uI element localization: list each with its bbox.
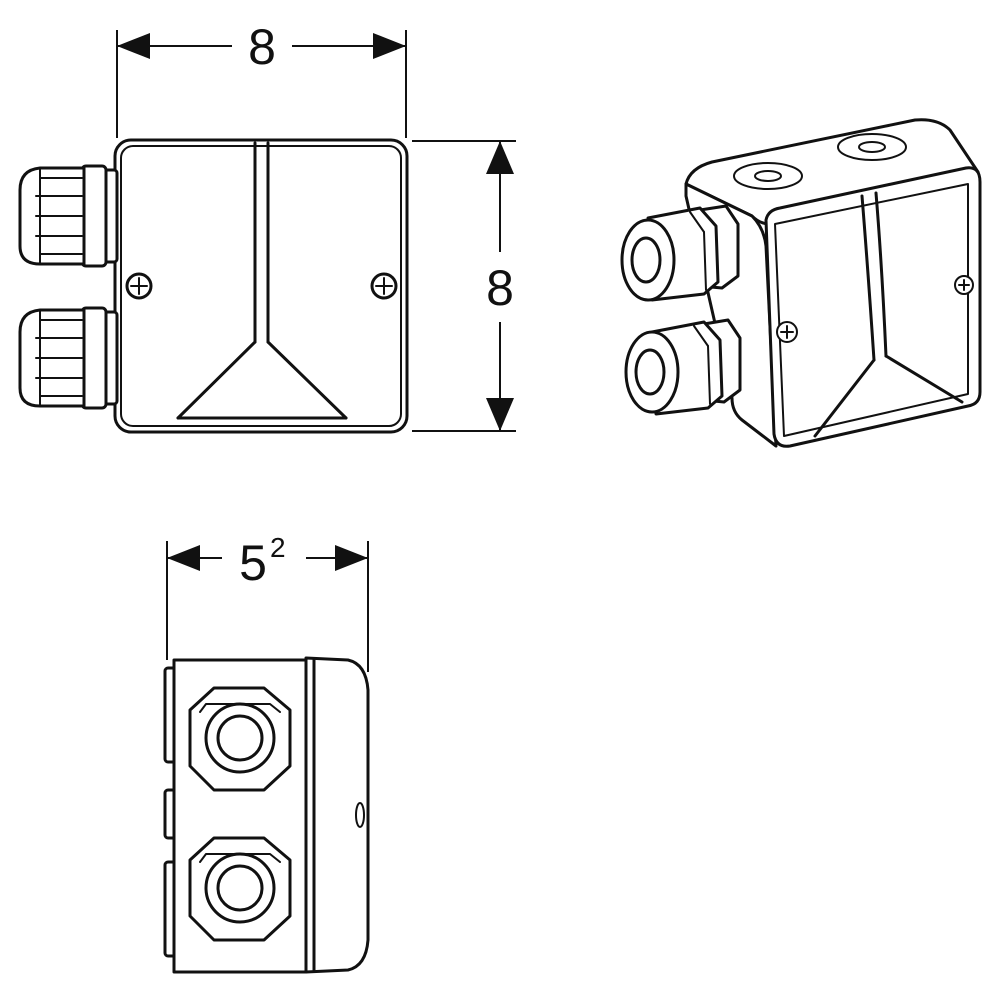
iso-lid-ridge xyxy=(813,191,964,438)
lid-ridge xyxy=(176,141,348,420)
side-lid-screw xyxy=(355,802,365,828)
cable-gland-icon xyxy=(188,836,292,942)
side-lid xyxy=(304,656,370,974)
cable-gland-icon xyxy=(624,318,742,416)
iso-top-hole xyxy=(837,133,907,161)
front-box-inner-edge xyxy=(120,145,402,427)
front-view: 8 8 xyxy=(18,19,516,434)
iso-top-hole xyxy=(733,162,803,190)
dimension-depth-label: 5 xyxy=(239,535,267,591)
screw-icon xyxy=(954,275,974,295)
dimension-width-label: 8 xyxy=(248,19,276,75)
dimension-depth-superscript: 2 xyxy=(270,532,286,563)
screw-icon xyxy=(370,272,398,300)
side-view: 5 2 xyxy=(163,532,370,974)
iso-front-face xyxy=(764,166,982,448)
screw-icon xyxy=(125,272,153,300)
front-box-outline xyxy=(113,138,409,434)
cable-gland-icon xyxy=(18,164,119,268)
cable-gland-icon xyxy=(620,204,740,302)
dimension-height-label: 8 xyxy=(486,260,514,316)
cable-gland-icon xyxy=(188,686,292,792)
screw-icon xyxy=(776,321,798,343)
dimension-height: 8 xyxy=(412,140,516,432)
dimension-depth: 5 2 xyxy=(166,532,369,672)
dimension-width: 8 xyxy=(116,19,407,138)
cable-gland-icon xyxy=(18,306,119,410)
isometric-view xyxy=(620,118,982,448)
